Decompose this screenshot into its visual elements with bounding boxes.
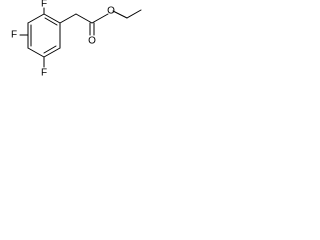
carbonyl-oxygen-label: O [88,36,96,47]
molecule-drawing: F F F O O [11,0,142,79]
ester-oxygen-label: O [107,6,115,17]
ring-bond [27,47,45,58]
benzene-ring [27,13,61,58]
chain-bond [59,13,77,24]
ring-bond [43,13,61,24]
propanoate-chain [59,9,142,36]
chain-bond [112,10,128,19]
fluorine-left-label: F [11,30,17,41]
fluorine-top-label: F [41,0,47,10]
ring-bond [27,13,45,24]
structure-canvas: F F F O O [0,0,154,83]
chain-bond [75,13,93,24]
fluorine-bottom-label: F [41,68,47,79]
ring-double-bond [43,45,57,54]
ring-bond [43,47,61,58]
chain-bond [91,13,109,24]
chain-bond [126,9,142,19]
ring-double-bond [44,17,58,26]
